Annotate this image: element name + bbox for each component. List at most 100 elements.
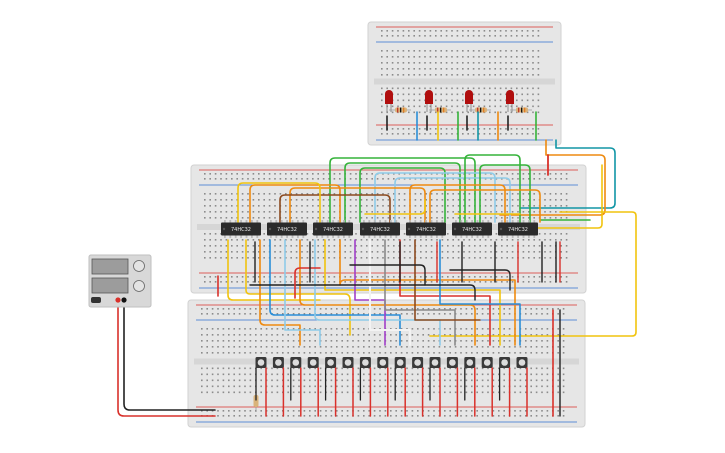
wire xyxy=(414,239,481,321)
resistor-band xyxy=(440,107,442,113)
pushbutton-12[interactable] xyxy=(446,357,458,368)
ic-pin xyxy=(245,235,248,238)
ic-pin xyxy=(332,235,334,238)
ic-pin xyxy=(395,220,398,223)
pushbutton-cap xyxy=(414,359,421,366)
psu-terminal-negative[interactable] xyxy=(121,297,127,303)
ic-notch xyxy=(499,227,503,231)
wire xyxy=(329,157,476,223)
ic-pin xyxy=(465,220,468,223)
ic-chip-4[interactable]: 74HC32 xyxy=(360,220,400,238)
ic-pin xyxy=(251,220,253,223)
wire xyxy=(519,139,616,209)
ic-chip-7[interactable]: 74HC32 xyxy=(498,220,538,238)
power-supply[interactable] xyxy=(88,254,152,308)
ic-chip-2[interactable]: 74HC32 xyxy=(267,220,307,238)
ic-pin xyxy=(302,235,305,238)
ic-pin xyxy=(430,220,433,223)
pushbutton-cap xyxy=(275,359,282,366)
wire xyxy=(464,154,521,223)
wire xyxy=(294,267,321,299)
ic-pin xyxy=(409,235,411,238)
psu-power-switch[interactable] xyxy=(91,297,101,303)
pushbutton-11[interactable] xyxy=(429,357,441,368)
pushbutton-3[interactable] xyxy=(290,357,302,368)
psu-terminal-positive[interactable] xyxy=(115,297,121,303)
ic-pin xyxy=(224,220,226,223)
pushbutton-6[interactable] xyxy=(342,357,354,368)
wire xyxy=(519,164,603,229)
ic-pin xyxy=(384,235,387,238)
ic-pin xyxy=(455,235,457,238)
psu-knob-voltage[interactable] xyxy=(133,260,145,272)
wire xyxy=(227,239,321,301)
resistor-band xyxy=(403,107,405,113)
ic-pin xyxy=(343,220,345,223)
pushbutton-5[interactable] xyxy=(325,357,337,368)
ic-pin xyxy=(471,220,473,223)
pushbutton-8[interactable] xyxy=(377,357,389,368)
pushbutton-cap xyxy=(362,359,369,366)
pushbutton-14[interactable] xyxy=(481,357,493,368)
ic-chip-label: 74HC32 xyxy=(370,227,390,233)
wire xyxy=(249,284,476,301)
ic-pin xyxy=(286,235,288,238)
wire xyxy=(123,299,216,411)
ic-pin xyxy=(291,220,294,223)
resistor-band xyxy=(437,107,439,113)
ic-pin xyxy=(373,235,376,238)
led-2[interactable] xyxy=(425,90,433,112)
wire xyxy=(245,239,351,336)
center-channel xyxy=(374,78,555,85)
ic-pin xyxy=(316,220,318,223)
ic-pin xyxy=(487,220,490,223)
ic-notch xyxy=(314,227,318,231)
ic-pin xyxy=(517,220,519,223)
ic-pin xyxy=(291,235,294,238)
led-3[interactable] xyxy=(465,90,473,112)
ic-chip-6[interactable]: 74HC32 xyxy=(452,220,492,238)
pushbutton-1[interactable] xyxy=(255,357,267,368)
ic-pin xyxy=(337,235,340,238)
ic-pin xyxy=(337,220,340,223)
resistor-4 xyxy=(510,107,532,113)
resistor-band xyxy=(483,107,485,113)
pushbutton-7[interactable] xyxy=(359,357,371,368)
resistor-band xyxy=(397,107,399,113)
ic-pin xyxy=(528,220,530,223)
ic-chip-5[interactable]: 74HC32 xyxy=(406,220,446,238)
led-1[interactable] xyxy=(385,90,393,112)
resistor-band xyxy=(521,107,523,113)
wire xyxy=(439,239,521,346)
ic-pin xyxy=(487,235,490,238)
wire xyxy=(449,269,511,291)
ic-pin xyxy=(270,235,272,238)
pushbutton-cap xyxy=(396,359,404,366)
ic-pin xyxy=(419,235,422,238)
wire xyxy=(409,184,506,223)
ic-pin xyxy=(476,220,479,223)
pushbutton-cap xyxy=(466,359,474,366)
ic-pin xyxy=(533,220,536,223)
breadboard-top[interactable] xyxy=(367,21,562,146)
psu-knob-current[interactable] xyxy=(133,280,145,292)
ic-pin xyxy=(326,220,329,223)
ic-pin xyxy=(321,235,324,238)
pushbutton-15[interactable] xyxy=(499,357,511,368)
pushbutton-13[interactable] xyxy=(464,357,476,368)
ic-pin xyxy=(384,220,387,223)
pushbutton-9[interactable] xyxy=(394,357,406,368)
led-4[interactable] xyxy=(506,90,514,112)
resistor-band xyxy=(443,107,445,113)
ic-notch xyxy=(268,227,272,231)
pushbutton-10[interactable] xyxy=(412,357,424,368)
ic-chip-icon xyxy=(267,222,307,236)
pushbutton-4[interactable] xyxy=(307,357,319,368)
ic-notch xyxy=(222,227,226,231)
pushbutton-16[interactable] xyxy=(516,357,528,368)
ic-chip-1[interactable]: 74HC32 xyxy=(221,220,261,238)
pushbutton-2[interactable] xyxy=(272,357,284,368)
resistor-band xyxy=(518,107,520,113)
ic-chip-3[interactable]: 74HC32 xyxy=(313,220,353,238)
